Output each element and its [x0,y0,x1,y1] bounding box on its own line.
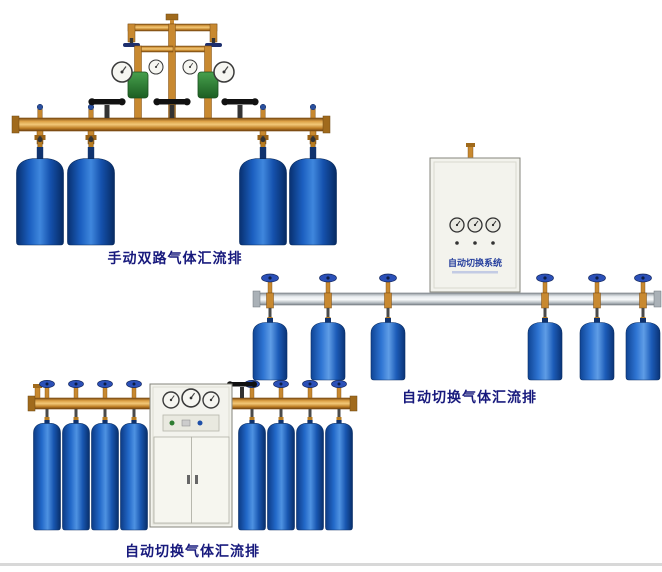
shutoff-valve-handle [88,98,126,118]
gas-cylinder [527,317,563,381]
gas-cylinder [267,419,295,531]
manual-dual-manifold-illustration [11,13,337,246]
gas-cylinder [310,317,346,381]
panel-gauge-icon [162,391,180,409]
auto-switch-manifold-illustration: 自动切换系统 [252,143,662,381]
panel-gauge-icon [202,391,220,409]
pressure-gauge-icon [182,59,198,75]
gas-cylinder [325,419,353,531]
pressure-regulator-right [182,59,235,121]
panel-gauge-icon [449,217,465,233]
pressure-gauge-icon [148,59,164,75]
gas-cylinder [33,419,61,531]
panel-gauge-icon [485,217,501,233]
door-handle [187,475,190,484]
gas-cylinder [62,419,90,531]
cabinet-label: 自动切换系统 [448,257,502,268]
check-valve-fitting [259,103,267,119]
check-valve-fitting [309,103,317,119]
panel-gauge-icon [467,217,483,233]
product-caption: 自动切换气体汇流排 [402,389,537,405]
shutoff-valve-handle [153,98,191,118]
gas-cylinder [16,135,64,246]
gas-cylinder [91,419,119,531]
check-valve-fitting [36,103,44,119]
gas-cylinder [370,317,406,381]
shutoff-valve-handle [227,381,257,398]
panel-switch [181,419,191,427]
gas-cylinder [296,419,324,531]
bottom-divider [0,563,662,566]
pressure-gauge-icon [111,61,133,83]
indicator-dot [491,241,495,245]
control-cabinet: 自动切换系统 [429,143,521,293]
indicator-dot [455,241,459,245]
cabinet-door-left [153,436,192,524]
manifold-pipe [11,115,331,134]
control-cabinet [149,383,233,528]
pressure-gauge-icon [213,61,235,83]
check-valve-fitting [87,103,95,119]
gas-cylinder [625,317,661,381]
gas-cylinder [238,419,266,531]
shutoff-valve-handle [221,98,259,118]
auto-switch-manifold-2-illustration [27,379,358,531]
tee-valve-stem [129,38,134,45]
indicator-green [169,420,175,426]
panel-gauge-icon [181,388,201,408]
manifold-pipe [252,290,662,308]
product-caption: 手动双路气体汇流排 [107,250,243,266]
tee-valve-stem [211,38,216,45]
product-auto-switch-manifold-2: 自动切换气体汇流排 [25,375,360,571]
door-handle [195,475,198,484]
gas-cylinder [579,317,615,381]
indicator-dot [473,241,477,245]
product-caption: 自动切换气体汇流排 [125,543,260,559]
pressure-regulator-left [111,59,164,121]
indicator-blue [197,420,203,426]
control-panel [162,414,220,432]
gas-cylinder [252,317,288,381]
product-auto-switch-manifold: 自动切换系统 自动切换气体汇流排 [252,142,662,408]
gas-cylinder [67,135,115,246]
product-manual-dual-manifold: 手动双路气体汇流排 [10,10,340,280]
gas-cylinder [120,419,148,531]
cabinet-sublabel-line [452,271,498,274]
